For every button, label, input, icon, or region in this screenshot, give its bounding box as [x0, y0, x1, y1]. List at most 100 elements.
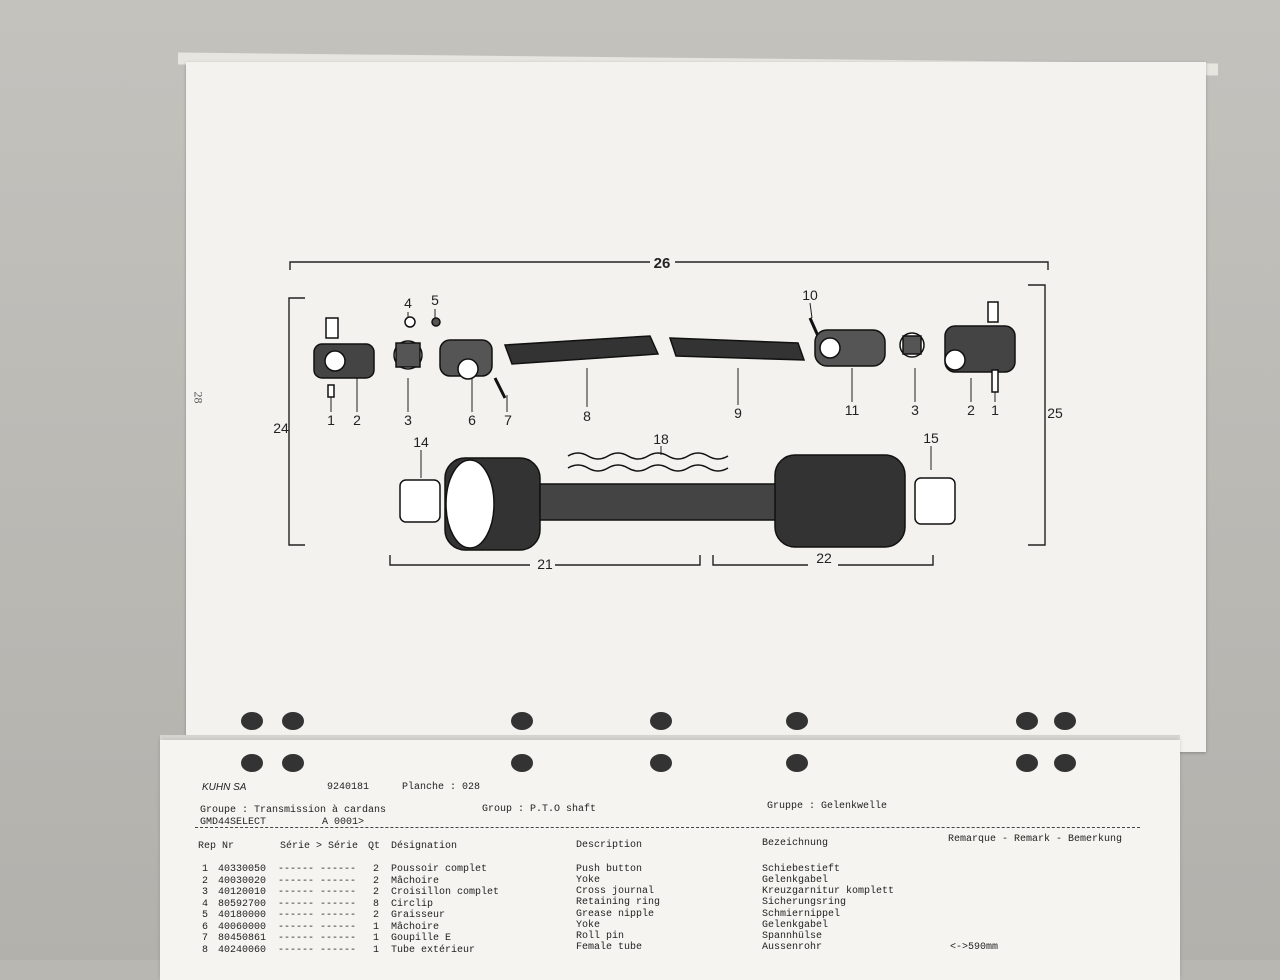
model-code: A 0001>: [322, 817, 365, 828]
cell-serie: ------ ------: [278, 910, 357, 921]
cell-rep: 5: [202, 910, 209, 921]
upper-page: [186, 62, 1206, 752]
cell-qt: 2: [373, 864, 380, 875]
cell-description: Yoke: [576, 875, 601, 887]
lower-page: [160, 740, 1180, 980]
callout-1-left: 1: [327, 412, 335, 428]
cell-serie: ------ ------: [278, 887, 357, 898]
cell-remark: <->590mm: [950, 942, 999, 954]
cell-bezeichnung: Gelenkgabel: [762, 919, 829, 931]
guard-bearing-right: [914, 477, 956, 525]
cell-rep: 6: [202, 921, 209, 933]
callout-14: 14: [413, 434, 429, 450]
binder-hole: [241, 754, 263, 772]
cell-qt: 1: [373, 921, 380, 933]
col-bezeichnung: Bezeichnung: [762, 838, 829, 849]
cell-serie: ------ ------: [278, 944, 357, 956]
binder-hole: [282, 712, 304, 730]
callout-6: 6: [468, 412, 476, 428]
binder-hole: [786, 754, 808, 772]
inner-tube: [668, 337, 806, 361]
group-french: Groupe : Transmission à cardans: [200, 805, 387, 816]
col-qt: Qt: [368, 841, 381, 852]
cell-description: Grease nipple: [576, 908, 655, 920]
callout-11: 11: [845, 402, 860, 418]
callout-26: 26: [654, 255, 671, 272]
group-german: Gruppe : Gelenkwelle: [767, 801, 888, 812]
grease-fitting-left: [325, 317, 339, 339]
cell-rep: 8: [202, 944, 209, 956]
safety-chain-top: [567, 452, 729, 460]
cell-designation: Poussoir complet: [391, 864, 488, 875]
col-remark: Remarque - Remark - Bemerkung: [948, 834, 1123, 845]
col-serie: Série > Série: [280, 841, 359, 852]
cell-part-number: 40330050: [218, 864, 267, 875]
cell-designation: Mâchoire: [391, 921, 440, 933]
binder-hole: [786, 712, 808, 730]
cell-serie: ------ ------: [278, 898, 357, 910]
cell-part-number: 40030020: [218, 875, 267, 887]
callout-3-right: 3: [911, 402, 919, 418]
cell-qt: 2: [373, 875, 380, 887]
binder-hole: [1054, 712, 1076, 730]
callout-25: 25: [1047, 405, 1063, 421]
callout-22: 22: [816, 550, 832, 566]
cell-bezeichnung: Gelenkgabel: [762, 875, 829, 887]
cell-designation: Graisseur: [391, 910, 446, 921]
callout-10: 10: [802, 287, 818, 303]
callout-1-right: 1: [991, 402, 999, 418]
callout-2-right: 2: [967, 402, 975, 418]
header-divider: [195, 827, 1140, 828]
cell-description: Cross journal: [576, 886, 655, 898]
guard-tube: [539, 483, 781, 521]
outer-tube: [503, 335, 660, 365]
parts-upper-row: [313, 301, 1016, 399]
cell-bezeichnung: Schmiernippel: [762, 908, 841, 920]
cell-serie: ------ ------: [278, 864, 357, 875]
cell-description: Retaining ring: [576, 897, 661, 909]
callout-3-left: 3: [404, 412, 412, 428]
cell-bezeichnung: Schiebestieft: [762, 864, 841, 875]
cell-serie: ------ ------: [278, 933, 357, 944]
col-rep-nr: Rep Nr: [198, 841, 235, 852]
binder-hole: [241, 712, 263, 730]
cell-rep: 1: [202, 864, 209, 875]
callout-7: 7: [504, 412, 512, 428]
model-name: GMD44SELECT: [200, 817, 267, 828]
cell-rep: 3: [202, 887, 209, 898]
guard-bearing-left: [399, 479, 441, 523]
cell-designation: Circlip: [391, 898, 434, 910]
cell-part-number: 40060000: [218, 921, 267, 933]
parts-guard-assembly: [399, 452, 956, 551]
cell-rep: 7: [202, 933, 209, 944]
cell-qt: 1: [373, 944, 380, 956]
callout-2-left: 2: [353, 412, 361, 428]
cell-description: Push button: [576, 864, 643, 875]
cell-part-number: 40240060: [218, 944, 267, 956]
callout-15: 15: [923, 430, 939, 446]
binder-hole: [650, 712, 672, 730]
cell-description: Yoke: [576, 919, 601, 931]
binder-hole: [1016, 712, 1038, 730]
cell-description: Roll pin: [576, 930, 625, 942]
callout-18: 18: [653, 431, 669, 447]
cell-qt: 2: [373, 887, 380, 898]
plate-label: Planche : 028: [402, 782, 481, 793]
cell-description: Female tube: [576, 942, 643, 954]
binder-hole: [650, 754, 672, 772]
callout-9: 9: [734, 405, 742, 421]
col-description: Description: [576, 840, 643, 851]
group-english: Group : P.T.O shaft: [482, 804, 597, 815]
cell-rep: 4: [202, 898, 209, 910]
cell-part-number: 40120010: [218, 887, 267, 898]
cell-bezeichnung: Sicherungsring: [762, 897, 847, 909]
callout-8: 8: [583, 408, 591, 424]
cell-qt: 8: [373, 898, 380, 910]
binder-hole: [511, 712, 533, 730]
cell-designation: Mâchoire: [391, 875, 440, 887]
cell-part-number: 40180000: [218, 910, 267, 921]
exploded-pto-shaft-diagram: 26 24 25 4 5 10 1 2 3 6 7 8 9 11 3 2 1 1…: [273, 255, 1063, 572]
safety-chain-bottom: [567, 464, 729, 472]
cell-qt: 2: [373, 910, 380, 921]
cell-part-number: 80592700: [218, 898, 267, 910]
